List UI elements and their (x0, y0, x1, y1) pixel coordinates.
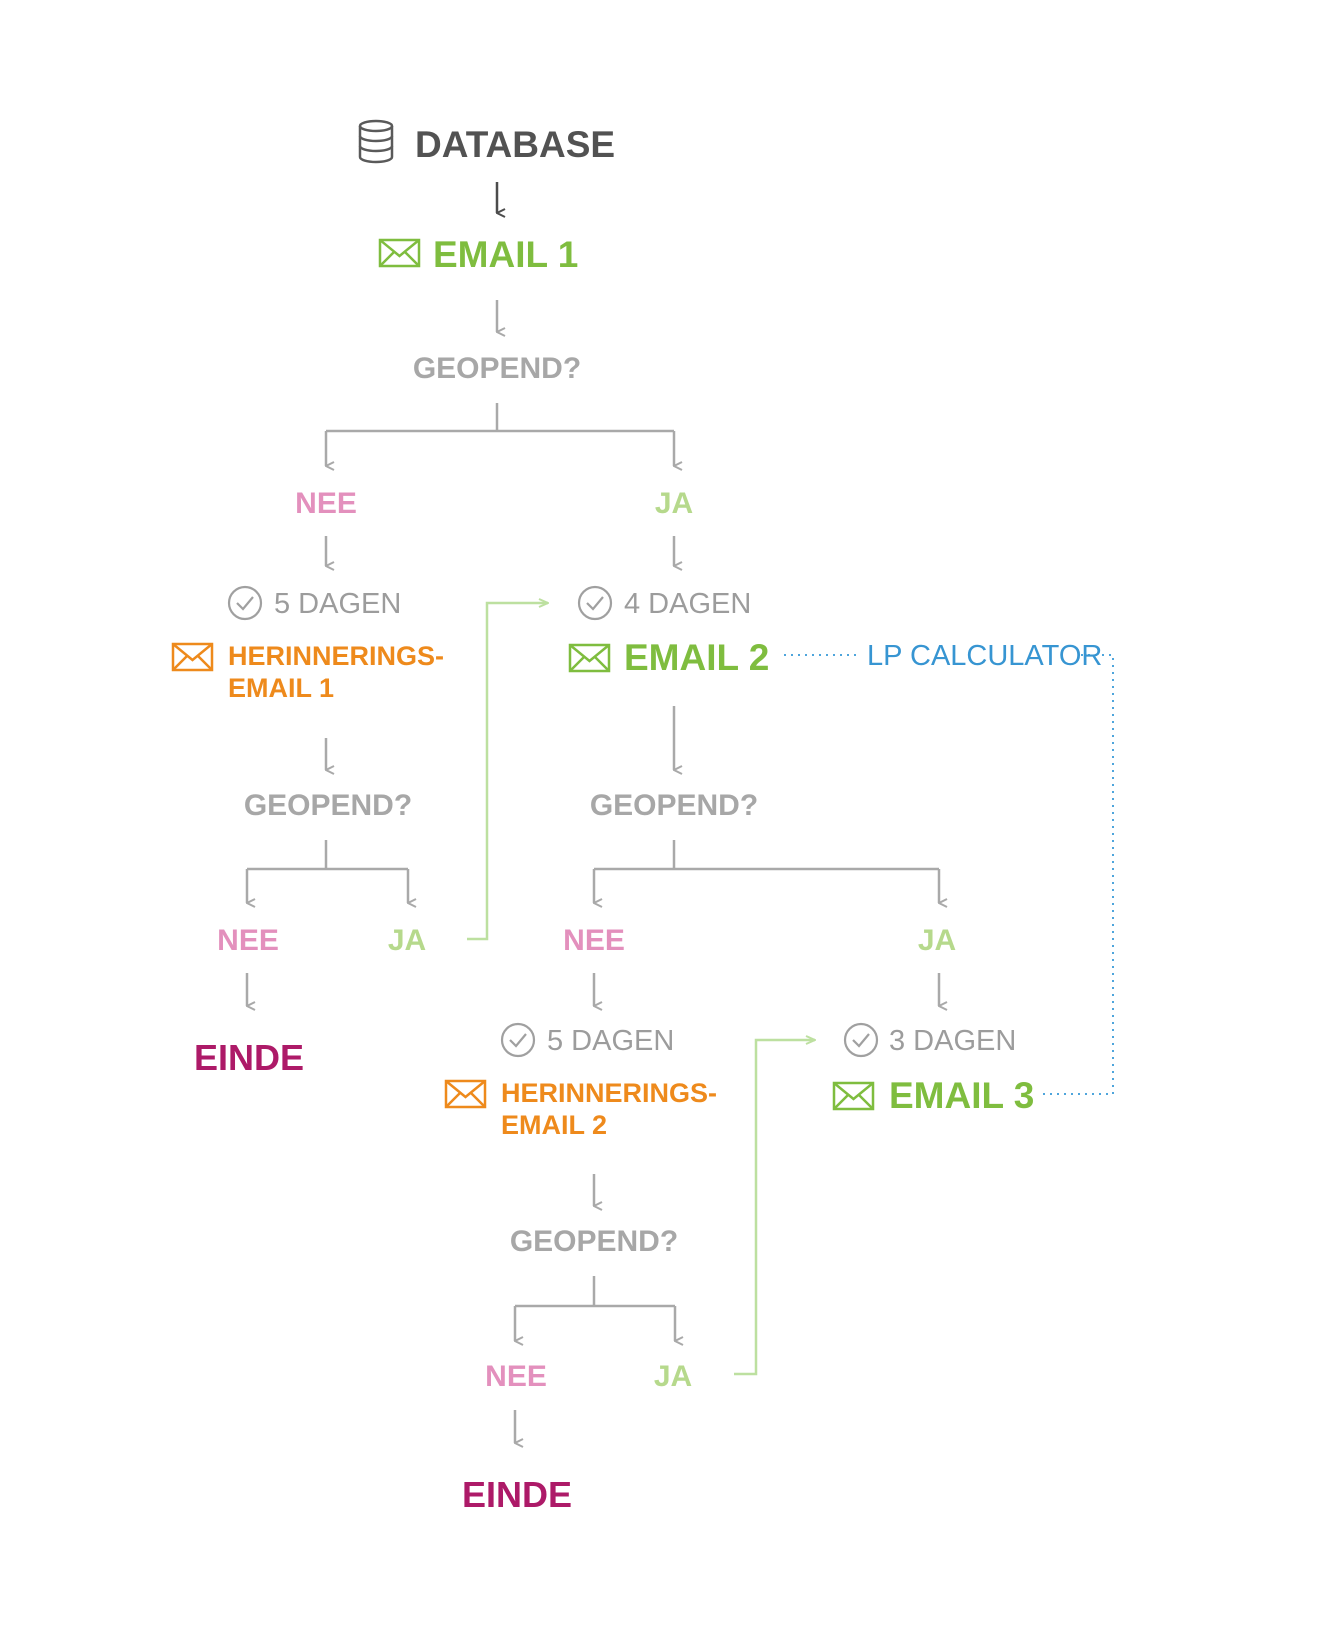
envelope-icon (378, 238, 421, 268)
branch-geopend-2 (247, 840, 408, 871)
email-3-label: EMAIL 3 (889, 1075, 1034, 1116)
dotted-lp-to-email-3 (1043, 654, 1114, 1095)
connectors (245, 182, 1114, 1443)
wait-5-dagen-label-2: 5 DAGEN (547, 1025, 674, 1057)
check-circle-icon (577, 585, 613, 621)
einde-label-2: EINDE (462, 1474, 572, 1515)
wait-3-dagen-label: 3 DAGEN (889, 1025, 1016, 1057)
nee-label-4: NEE (485, 1360, 547, 1393)
envelope-icon (171, 642, 214, 672)
geopend-question-4: GEOPEND? (510, 1225, 678, 1258)
ja-label-3: JA (918, 924, 956, 957)
lp-calculator-label: LP CALCULATOR (867, 640, 1102, 672)
geopend-question-2: GEOPEND? (244, 789, 412, 822)
nee-label-2: NEE (217, 924, 279, 957)
wait-5-dagen-label-1: 5 DAGEN (274, 588, 401, 620)
database-label: DATABASE (415, 124, 615, 165)
herinnering-email-2-line-2: EMAIL 2 (501, 1110, 607, 1140)
check-circle-icon (227, 585, 263, 621)
check-circle-icon (500, 1022, 536, 1058)
envelope-icon (568, 643, 611, 673)
email-1-label: EMAIL 1 (433, 234, 578, 275)
check-circle-icon (843, 1022, 879, 1058)
database-icon (358, 119, 394, 164)
envelope-icon (444, 1079, 487, 1109)
ja-label-4: JA (654, 1360, 692, 1393)
branch-geopend-1 (326, 403, 674, 433)
herinnering-email-1-line-1: HERINNERINGS- (228, 641, 444, 671)
herinnering-email-2-line-1: HERINNERINGS- (501, 1078, 717, 1108)
ja-label-2: JA (388, 924, 426, 957)
branch-geopend-4 (515, 1276, 675, 1308)
envelope-icon (832, 1081, 875, 1111)
herinnering-email-1-line-2: EMAIL 1 (228, 673, 334, 703)
einde-label-1: EINDE (194, 1037, 304, 1078)
ja-label-1: JA (655, 487, 693, 520)
loop-ja-2-to-email-2 (467, 603, 548, 941)
email-2-label: EMAIL 2 (624, 637, 769, 678)
nee-label-1: NEE (295, 487, 357, 520)
wait-4-dagen-label: 4 DAGEN (624, 588, 751, 620)
nee-label-3: NEE (563, 924, 625, 957)
geopend-question-1: GEOPEND? (413, 352, 581, 385)
geopend-question-3: GEOPEND? (590, 789, 758, 822)
loop-ja-4-to-email-3 (734, 1040, 815, 1376)
branch-geopend-3 (594, 840, 939, 871)
